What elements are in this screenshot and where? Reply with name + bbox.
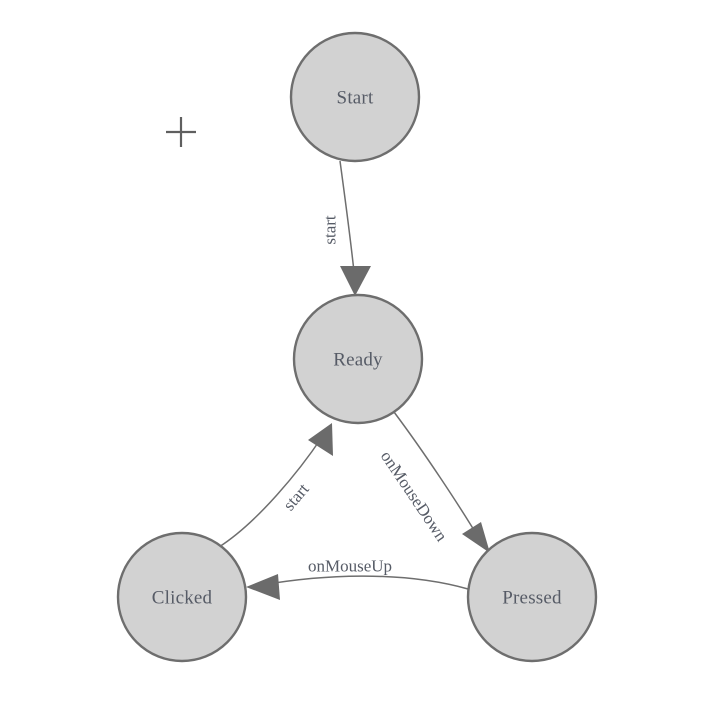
edge-start-to-ready[interactable]: start xyxy=(321,160,372,296)
edge-label-ready-to-pressed: onMouseDown xyxy=(377,447,452,545)
node-clicked-label: Clicked xyxy=(152,588,213,609)
edge-clicked-to-ready-path xyxy=(218,436,323,548)
edge-clicked-to-ready[interactable]: start xyxy=(218,423,333,548)
node-ready[interactable]: Ready xyxy=(292,293,424,425)
node-pressed-label: Pressed xyxy=(502,588,562,609)
edge-label-pressed-to-clicked: onMouseUp xyxy=(308,557,392,576)
edge-ready-to-pressed[interactable]: onMouseDown xyxy=(377,411,490,553)
node-ready-label: Ready xyxy=(333,350,383,371)
edge-label-start-to-ready: start xyxy=(321,215,340,245)
node-start-circle xyxy=(289,31,421,163)
node-start[interactable]: Start xyxy=(289,31,421,163)
node-clicked-circle xyxy=(116,531,248,663)
edge-label-clicked-to-ready: start xyxy=(279,479,313,514)
edge-start-to-ready-path xyxy=(339,160,356,282)
edge-pressed-to-clicked[interactable]: onMouseUp xyxy=(246,557,469,601)
node-pressed-circle xyxy=(466,531,598,663)
plus-marker[interactable] xyxy=(166,117,196,147)
edge-ready-to-pressed-arrowhead xyxy=(462,522,490,553)
edge-pressed-to-clicked-path xyxy=(261,575,469,590)
node-pressed[interactable]: Pressed xyxy=(466,531,598,663)
node-clicked[interactable]: Clicked xyxy=(116,531,248,663)
edge-start-to-ready-arrowhead xyxy=(340,266,371,296)
node-start-label: Start xyxy=(337,88,374,109)
edge-clicked-to-ready-arrowhead xyxy=(308,423,333,456)
edge-ready-to-pressed-path xyxy=(393,411,481,541)
edge-pressed-to-clicked-arrowhead xyxy=(246,574,280,600)
node-ready-circle xyxy=(292,293,424,425)
